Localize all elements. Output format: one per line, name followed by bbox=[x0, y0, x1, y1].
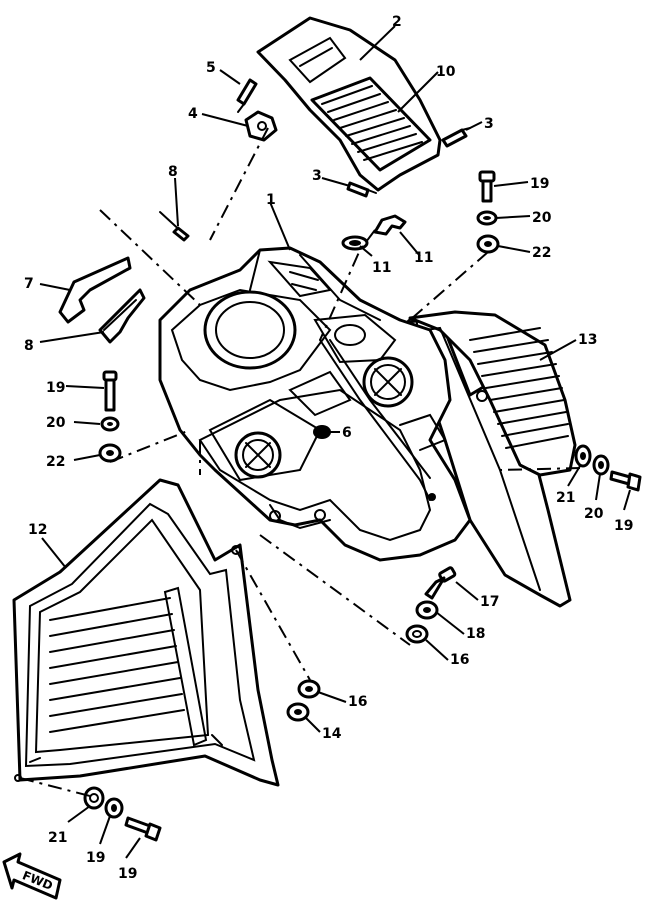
callout-17: 17 bbox=[480, 594, 499, 610]
main-body-part bbox=[158, 246, 472, 562]
screw-part-3-left bbox=[346, 181, 377, 198]
washer-part-20-bottom bbox=[104, 797, 124, 819]
washer-part-18 bbox=[415, 600, 439, 620]
callout-22-upper-right: 22 bbox=[532, 245, 551, 261]
left-side-cover-part bbox=[12, 478, 280, 787]
bolt-part-19-left bbox=[102, 370, 118, 412]
callout-5: 5 bbox=[206, 60, 216, 76]
callout-20-left: 20 bbox=[46, 415, 66, 431]
rod-part-9 bbox=[159, 211, 190, 242]
washer-part-21-right bbox=[574, 444, 592, 468]
hook-part-11 bbox=[373, 214, 407, 236]
callout-14: 13 bbox=[578, 332, 597, 348]
grommet-part-12 bbox=[341, 235, 369, 251]
emblem-hatching bbox=[321, 85, 423, 161]
callout-20-bottom: 19 bbox=[86, 850, 105, 866]
callout-21-right: 21 bbox=[556, 490, 575, 506]
clip-part-4 bbox=[244, 110, 278, 142]
callout-7: 7 bbox=[24, 276, 34, 292]
callout-4: 4 bbox=[188, 106, 198, 122]
pin-part-5 bbox=[236, 78, 258, 113]
callout-3-left: 3 bbox=[312, 168, 322, 184]
washer-part-20-upper-right bbox=[476, 210, 498, 226]
callout-2: 2 bbox=[392, 14, 402, 30]
callout-22-left: 22 bbox=[46, 454, 65, 470]
nut-part-22-left bbox=[98, 443, 122, 463]
washer-part-21-bottom bbox=[83, 786, 105, 810]
callout-13: 12 bbox=[28, 522, 47, 538]
callout-15: 14 bbox=[322, 726, 342, 742]
callout-19-right: 19 bbox=[614, 518, 633, 534]
washer-part-20-left bbox=[100, 416, 120, 432]
washer-part-16-center bbox=[405, 624, 429, 644]
nut-part-22-upper-right bbox=[476, 234, 500, 254]
callout-labels: 2 10 3 3 5 4 8 1 11 11 7 8 19 20 22 19 2… bbox=[24, 14, 633, 882]
bolt-part-19-bottom bbox=[124, 816, 162, 842]
callout-1: 1 bbox=[266, 192, 276, 208]
callout-16-lower: 16 bbox=[348, 694, 367, 710]
callout-19-bottom: 19 bbox=[118, 866, 137, 882]
nut-part-15 bbox=[286, 702, 310, 722]
callout-12: 11 bbox=[372, 260, 391, 276]
callout-18: 18 bbox=[466, 626, 485, 642]
top-panel-part bbox=[256, 16, 442, 192]
washer-part-16-lower bbox=[297, 679, 321, 699]
callout-21-bottom: 21 bbox=[48, 830, 67, 846]
forward-direction-arrow: FWD bbox=[2, 852, 62, 900]
callout-20-right: 20 bbox=[584, 506, 604, 522]
callout-9: 8 bbox=[168, 164, 178, 180]
callout-11: 11 bbox=[414, 250, 433, 266]
callout-19-left: 19 bbox=[46, 380, 65, 396]
callout-19-upper-right: 19 bbox=[530, 176, 549, 192]
washer-part-20-right bbox=[592, 454, 610, 476]
plug-part-6 bbox=[313, 425, 331, 439]
screw-part-17 bbox=[424, 566, 457, 600]
bolt-part-19-right bbox=[609, 470, 642, 492]
assembly-center-lines bbox=[19, 127, 581, 797]
callout-leader-lines bbox=[39, 25, 631, 859]
callout-20-upper-right: 20 bbox=[532, 210, 552, 226]
callout-10: 10 bbox=[436, 64, 456, 80]
screw-part-3-right bbox=[441, 127, 471, 148]
bracket-part-7 bbox=[58, 256, 132, 324]
callout-3-right: 3 bbox=[484, 116, 494, 132]
right-cover-louvers bbox=[469, 327, 569, 449]
callout-16-center: 16 bbox=[450, 652, 469, 668]
callout-6: 6 bbox=[342, 425, 352, 441]
callout-8: 8 bbox=[24, 338, 34, 354]
bracket-part-8 bbox=[98, 288, 146, 344]
bolt-part-19-upper-right bbox=[478, 170, 496, 203]
left-cover-louvers bbox=[49, 597, 185, 733]
